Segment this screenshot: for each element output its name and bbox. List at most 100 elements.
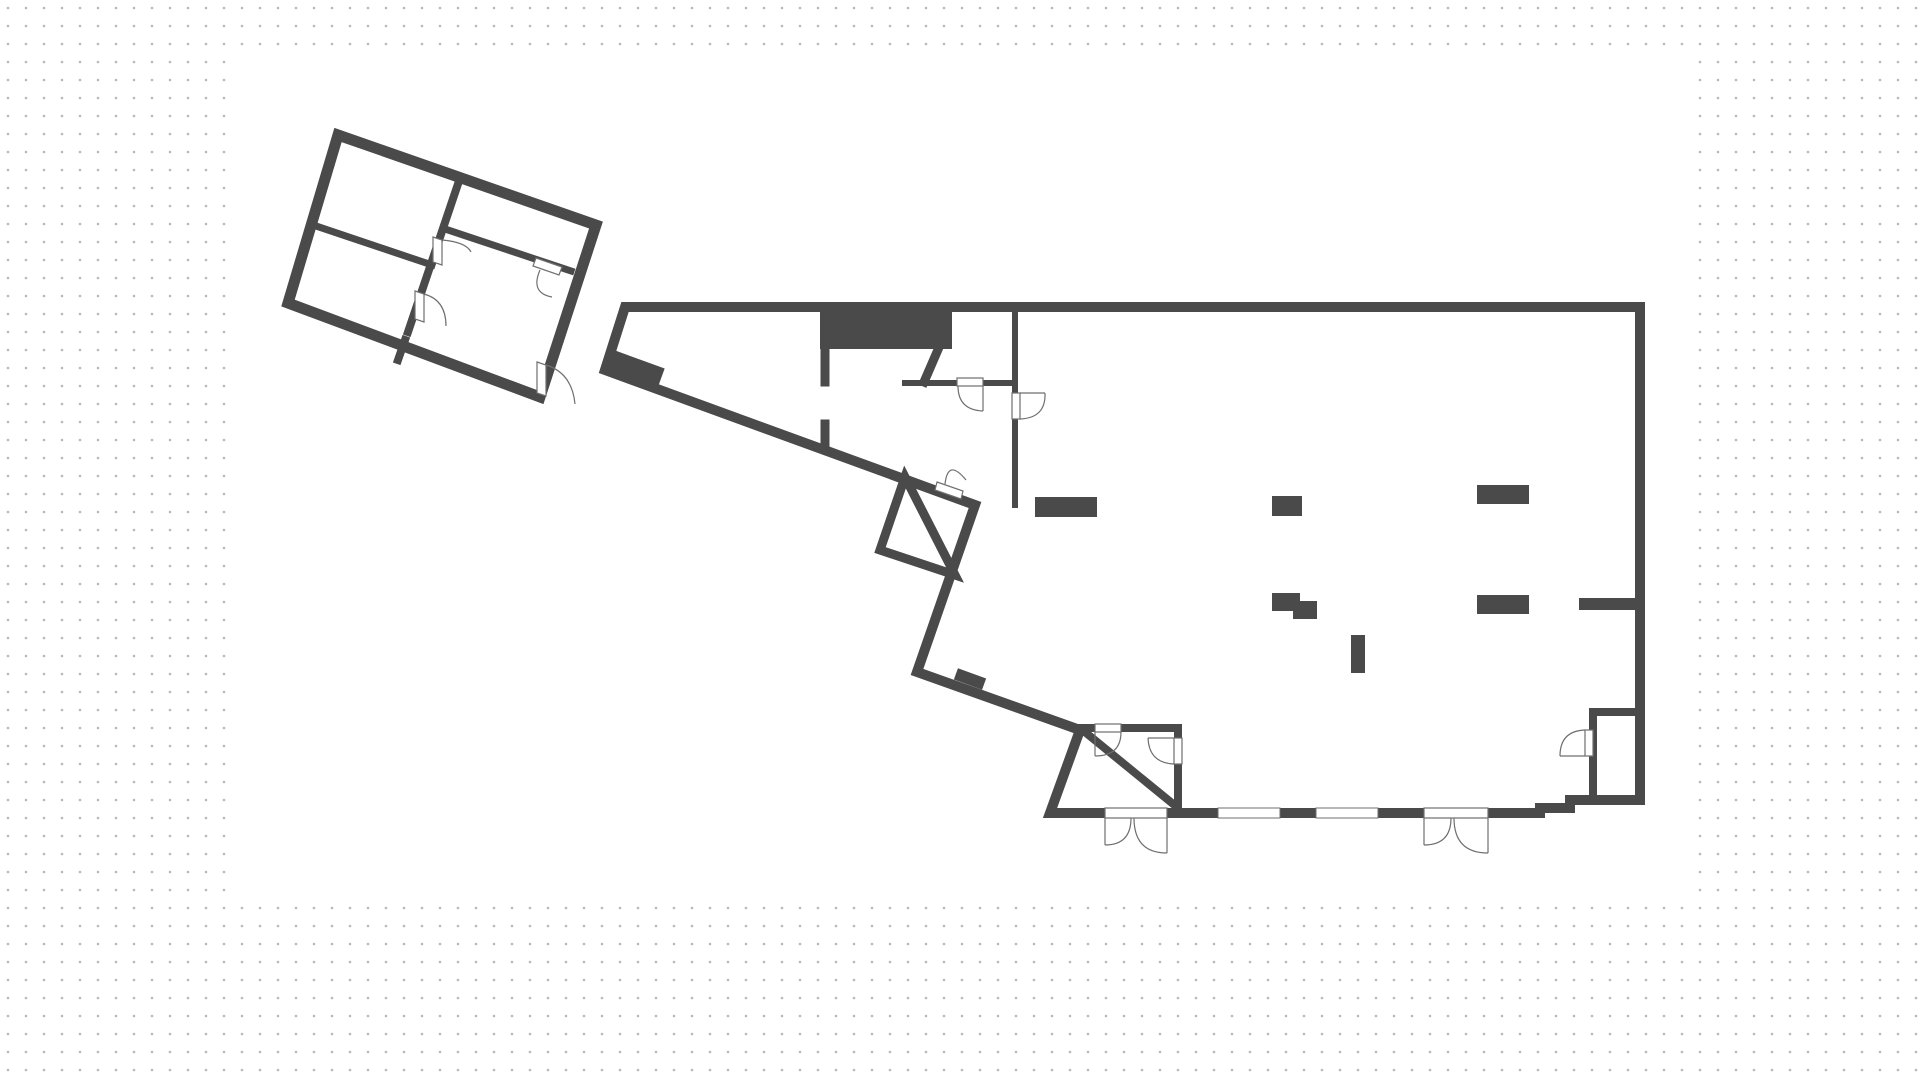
grid-dot [1536, 6, 1540, 10]
grid-dot [744, 1032, 748, 1036]
grid-dot [42, 582, 46, 586]
grid-dot [1806, 1032, 1810, 1036]
annex-wall-stub [392, 334, 411, 366]
grid-dot [114, 240, 118, 244]
grid-dot [150, 96, 154, 100]
door-main-4[interactable] [1094, 723, 1122, 757]
grid-dot [114, 726, 118, 730]
grid-dot [1662, 978, 1666, 982]
grid-dot [1356, 924, 1360, 928]
grid-dot [978, 1050, 982, 1054]
door-annex-4[interactable] [536, 361, 576, 405]
grid-dot [1500, 1014, 1504, 1018]
grid-dot [1518, 960, 1522, 964]
grid-dot [708, 960, 712, 964]
grid-dot [330, 1050, 334, 1054]
grid-dot [1248, 942, 1252, 946]
grid-dot [1878, 744, 1882, 748]
grid-dot [1878, 96, 1882, 100]
door-main-5[interactable] [1147, 737, 1183, 765]
grid-dot [1842, 6, 1846, 10]
grid-dot [258, 960, 262, 964]
grid-dot [1500, 42, 1504, 46]
grid-dot [1770, 690, 1774, 694]
grid-dot [168, 582, 172, 586]
grid-dot [1716, 744, 1720, 748]
grid-dot [6, 978, 10, 982]
grid-dot [6, 672, 10, 676]
grid-dot [1086, 996, 1090, 1000]
grid-dot [1860, 222, 1864, 226]
grid-dot [1626, 996, 1630, 1000]
grid-dot [42, 546, 46, 550]
door-annex-1[interactable] [432, 236, 472, 266]
grid-dot [960, 1068, 964, 1072]
grid-dot [186, 816, 190, 820]
grid-dot [42, 528, 46, 532]
grid-dot [24, 978, 28, 982]
grid-dot [1608, 978, 1612, 982]
grid-dot [6, 564, 10, 568]
grid-dot [1842, 690, 1846, 694]
grid-dot [402, 906, 406, 910]
grid-dot [1878, 798, 1882, 802]
grid-dot [258, 978, 262, 982]
grid-dot [726, 1014, 730, 1018]
grid-dot [798, 1068, 802, 1072]
grid-dot [168, 618, 172, 622]
grid-dot [1770, 1068, 1774, 1072]
grid-dot [222, 492, 226, 496]
door-main-3[interactable] [934, 469, 967, 500]
door-main-2[interactable] [1011, 392, 1046, 420]
grid-dot [276, 1014, 280, 1018]
grid-dot [1590, 1014, 1594, 1018]
grid-dot [114, 654, 118, 658]
grid-dot [1518, 6, 1522, 10]
grid-dot [1806, 924, 1810, 928]
grid-dot [114, 1032, 118, 1036]
grid-dot [132, 906, 136, 910]
grid-dot [1590, 996, 1594, 1000]
grid-dot [1464, 1032, 1468, 1036]
grid-dot [1392, 960, 1396, 964]
door-main-6[interactable] [1559, 729, 1594, 757]
double-door-entrance-east[interactable] [1423, 807, 1489, 854]
door-annex-3[interactable] [414, 290, 447, 327]
grid-dot [834, 978, 838, 982]
double-door-entrance-west[interactable] [1104, 807, 1168, 854]
grid-dot [114, 474, 118, 478]
grid-dot [366, 978, 370, 982]
grid-dot [1374, 1050, 1378, 1054]
grid-dot [78, 60, 82, 64]
grid-dot [204, 222, 208, 226]
column-1 [1272, 496, 1302, 516]
grid-dot [168, 744, 172, 748]
grid-dot [1590, 6, 1594, 10]
grid-dot [1860, 330, 1864, 334]
door-annex-2[interactable] [532, 257, 563, 298]
grid-dot [1914, 240, 1918, 244]
grid-dot [60, 924, 64, 928]
grid-dot [1770, 456, 1774, 460]
grid-dot [1896, 852, 1900, 856]
grid-dot [1842, 978, 1846, 982]
grid-dot [6, 186, 10, 190]
grid-dot [708, 942, 712, 946]
grid-dot [1824, 402, 1828, 406]
grid-dot [1824, 960, 1828, 964]
grid-dot [6, 528, 10, 532]
grid-dot [186, 564, 190, 568]
grid-dot [96, 312, 100, 316]
grid-dot [492, 978, 496, 982]
window-1 [1217, 807, 1281, 819]
grid-dot [1590, 906, 1594, 910]
grid-dot [1878, 6, 1882, 10]
grid-dot [1842, 852, 1846, 856]
grid-dot [78, 654, 82, 658]
grid-dot [1860, 294, 1864, 298]
door-main-1[interactable] [956, 377, 984, 412]
grid-dot [222, 114, 226, 118]
grid-dot [1824, 150, 1828, 154]
grid-dot [1770, 294, 1774, 298]
grid-dot [78, 294, 82, 298]
